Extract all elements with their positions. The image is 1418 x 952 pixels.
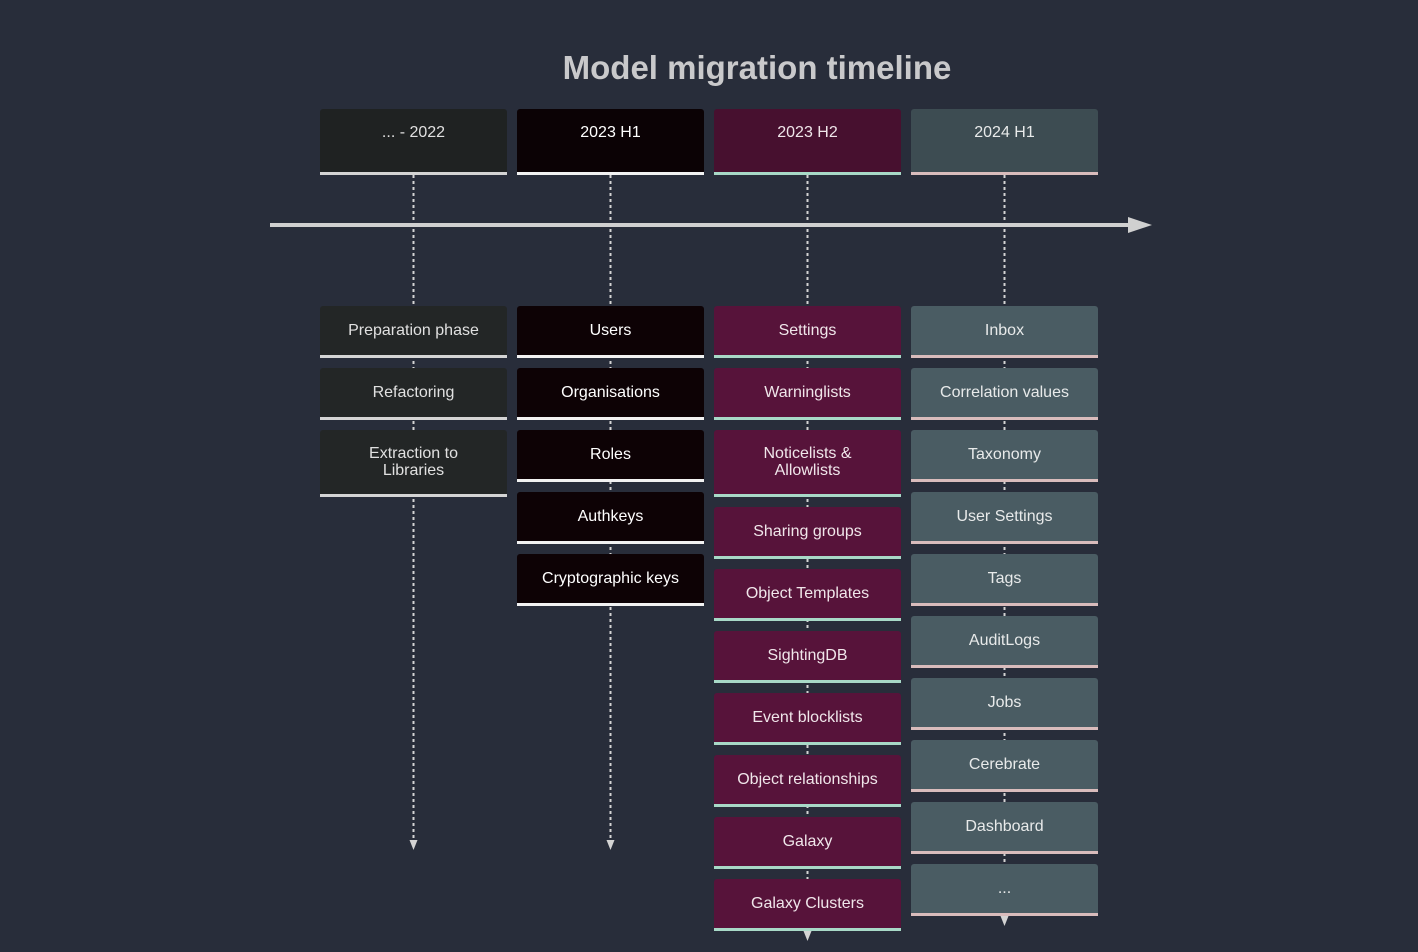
event-box: Warninglists	[714, 368, 901, 420]
event-label: Extraction to Libraries	[369, 445, 458, 479]
event-box: Dashboard	[911, 802, 1098, 854]
event-label: ...	[997, 880, 1012, 897]
event-label: Event blocklists	[752, 709, 863, 726]
event-label: Tags	[987, 570, 1022, 587]
event-label: Dashboard	[965, 818, 1044, 835]
period-header: 2023 H1	[517, 109, 704, 175]
event-box: Cryptographic keys	[517, 554, 704, 606]
event-box: User Settings	[911, 492, 1098, 544]
event-label: AuditLogs	[968, 632, 1041, 649]
period-header: 2024 H1	[911, 109, 1098, 175]
event-box: ...	[911, 864, 1098, 916]
event-label: Organisations	[561, 384, 660, 401]
event-box: Jobs	[911, 678, 1098, 730]
event-box: Correlation values	[911, 368, 1098, 420]
period-header: 2023 H2	[714, 109, 901, 175]
event-box: Organisations	[517, 368, 704, 420]
event-label: Cryptographic keys	[542, 570, 679, 587]
event-label: Settings	[778, 322, 837, 339]
event-box: Inbox	[911, 306, 1098, 358]
event-label: User Settings	[956, 508, 1053, 525]
event-label: Authkeys	[577, 508, 644, 525]
event-label: Galaxy	[782, 833, 833, 850]
event-label: Refactoring	[372, 384, 455, 401]
period-header: ... - 2022	[320, 109, 507, 175]
event-box: Galaxy	[714, 817, 901, 869]
event-box: Cerebrate	[911, 740, 1098, 792]
event-label: Jobs	[987, 694, 1022, 711]
event-box: Authkeys	[517, 492, 704, 544]
event-label: Users	[589, 322, 632, 339]
event-label: Inbox	[984, 322, 1025, 339]
event-box: AuditLogs	[911, 616, 1098, 668]
event-box: Sharing groups	[714, 507, 901, 559]
event-label: Galaxy Clusters	[751, 895, 864, 912]
event-box: Galaxy Clusters	[714, 879, 901, 931]
event-box: Settings	[714, 306, 901, 358]
event-label: Object Templates	[745, 585, 870, 602]
event-label: Taxonomy	[968, 446, 1041, 463]
event-label: SightingDB	[767, 647, 848, 664]
event-box: Preparation phase	[320, 306, 507, 358]
event-box: Refactoring	[320, 368, 507, 420]
event-box: Extraction to Libraries	[320, 430, 507, 497]
event-label: Noticelists & Allowlists	[763, 445, 852, 479]
event-label: Object relationships	[737, 771, 878, 788]
event-label: Cerebrate	[968, 756, 1041, 773]
event-label: Sharing groups	[753, 523, 862, 540]
event-box: Roles	[517, 430, 704, 482]
event-box: Taxonomy	[911, 430, 1098, 482]
event-box: Object relationships	[714, 755, 901, 807]
timeline-axis-arrowhead	[1128, 217, 1152, 233]
diagram-title: Model migration timeline	[562, 49, 952, 86]
event-box: SightingDB	[714, 631, 901, 683]
event-box: Tags	[911, 554, 1098, 606]
event-label: Roles	[590, 446, 631, 463]
event-box: Event blocklists	[714, 693, 901, 745]
event-box: Object Templates	[714, 569, 901, 621]
event-box: Users	[517, 306, 704, 358]
event-label: Warninglists	[764, 384, 851, 401]
event-label: Preparation phase	[348, 322, 479, 339]
event-box: Noticelists & Allowlists	[714, 430, 901, 497]
event-label: Correlation values	[940, 384, 1069, 401]
